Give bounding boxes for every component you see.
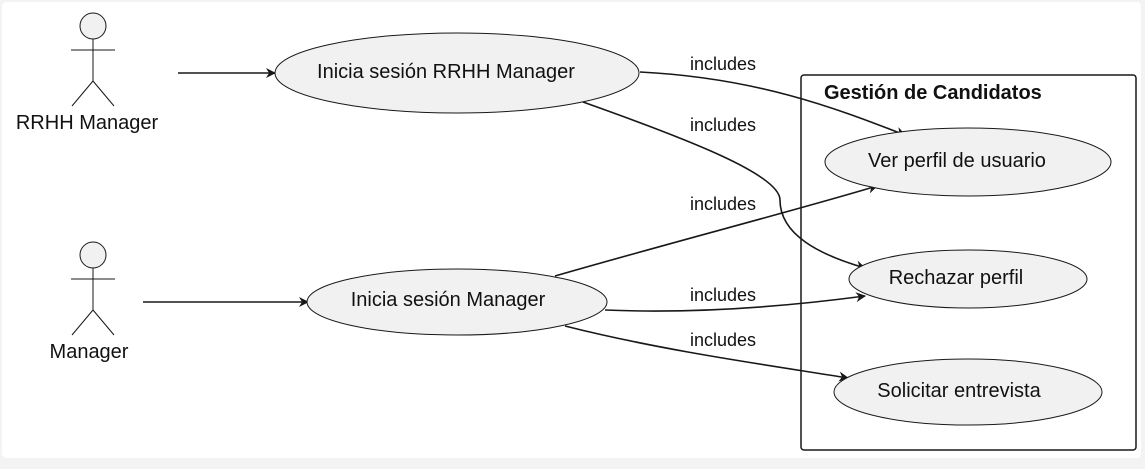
edge-rrhh-login-to-ver <box>639 71 906 137</box>
actor-label: Manager <box>50 341 129 363</box>
edges: includes includes includes includes incl… <box>143 54 906 382</box>
actor-head <box>79 12 107 40</box>
actor-manager: Manager <box>50 241 129 363</box>
use-case-rechazar-perfil: Rechazar perfil <box>848 249 1088 309</box>
edge-label-includes: includes <box>690 330 756 350</box>
use-case-ellipse <box>848 249 1088 309</box>
actor-head <box>79 241 107 269</box>
use-case-ellipse <box>306 268 608 336</box>
edge-label-includes: includes <box>690 285 756 305</box>
use-case-ellipse <box>824 127 1112 197</box>
use-case-label: Rechazar perfil <box>889 267 1024 289</box>
use-case-label: Solicitar entrevista <box>877 380 1041 402</box>
edge-mgr-login-to-solicitar <box>564 325 849 382</box>
use-case-solicitar-entrevista: Solicitar entrevista <box>833 358 1103 426</box>
use-case-label: Inicia sesión RRHH Manager <box>317 61 575 83</box>
edge-rrhh-login-to-rechazar <box>582 101 866 271</box>
edge-label-includes: includes <box>690 194 756 214</box>
package-title: Gestión de Candidatos <box>824 82 1042 104</box>
actor-label: RRHH Manager <box>16 112 159 134</box>
edge-label-includes: includes <box>690 115 756 135</box>
use-case-label: Inicia sesión Manager <box>351 289 546 311</box>
use-case-ver-perfil: Ver perfil de usuario <box>824 127 1112 197</box>
actor-rrhh-manager: RRHH Manager <box>16 12 159 134</box>
edge-label-includes: includes <box>690 54 756 74</box>
use-case-ellipse <box>274 32 640 114</box>
edge-mgr-login-to-rechazar <box>604 292 866 312</box>
package-gestion-candidatos: Gestión de Candidatos <box>800 74 1137 451</box>
edge-mgr-login-to-ver <box>554 183 878 277</box>
use-case-ellipse <box>833 358 1103 426</box>
package-frame <box>800 74 1137 451</box>
use-case-inicia-sesion-manager: Inicia sesión Manager <box>306 268 608 336</box>
use-case-inicia-sesion-rrhh: Inicia sesión RRHH Manager <box>274 32 640 114</box>
use-case-label: Ver perfil de usuario <box>868 150 1046 172</box>
